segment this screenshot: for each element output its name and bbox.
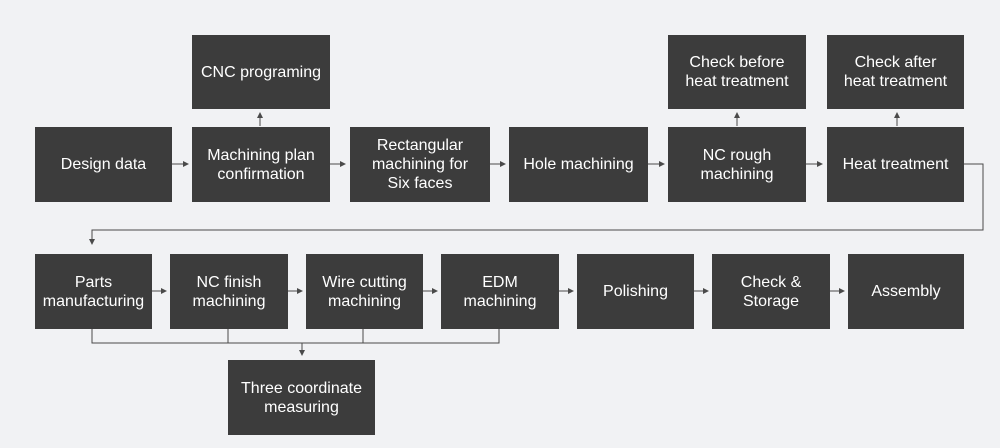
step-polishing: Polishing [577,254,694,329]
wrap-connector [89,163,984,245]
step-heat-treatment: Heat treatment [827,127,964,202]
step-design-data: Design data [35,127,172,202]
step-check-before-heat: Check before heat treatment [668,35,806,109]
measure-bracket [91,329,500,344]
step-hole-machining: Hole machining [509,127,648,202]
step-machining-plan: Machining plan confirmation [192,127,330,202]
step-wire-cutting: Wire cutting machining [306,254,423,329]
step-check-storage: Check & Storage [712,254,830,329]
step-assembly: Assembly [848,254,964,329]
step-nc-rough: NC rough machining [668,127,806,202]
step-edm-machining: EDM machining [441,254,559,329]
step-cnc-programing: CNC programing [192,35,330,109]
step-nc-finish: NC finish machining [170,254,288,329]
step-three-coordinate-measuring: Three coordinate measuring [228,360,375,435]
step-parts-manufacturing: Parts manufacturing [35,254,152,329]
step-check-after-heat: Check after heat treatment [827,35,964,109]
step-rectangular-machining: Rectangular machining for Six faces [350,127,490,202]
